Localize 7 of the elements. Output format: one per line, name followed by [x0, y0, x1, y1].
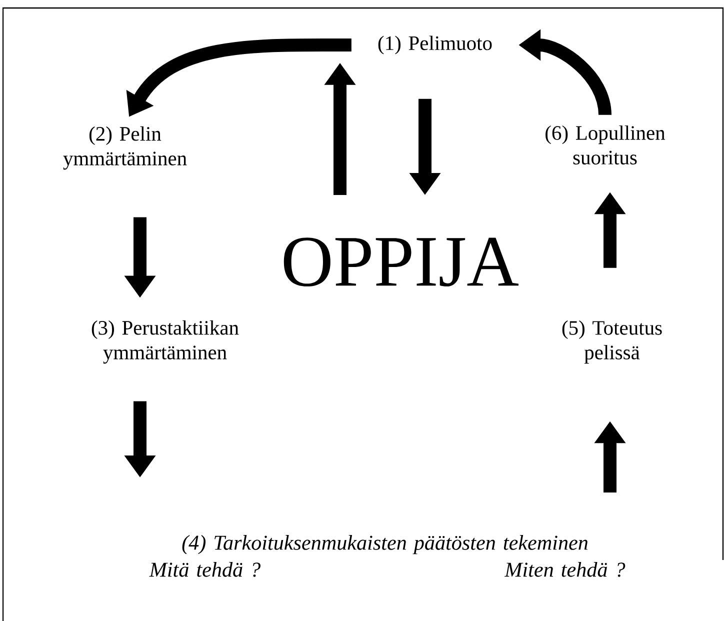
step-label: (6) Lopullinen suoritus [546, 125, 666, 164]
step-label: (1) Pelimuoto [378, 36, 492, 54]
step-label: (3) Perustaktiikan ymmärtäminen [92, 320, 239, 364]
step-label: (5) Toteutus pelissä [562, 320, 662, 364]
heading-text: OPPIJA [284, 238, 518, 286]
step-label: (2) Pelin ymmärtäminen [63, 126, 187, 170]
step-label: (4) Tarkoituksenmukaisten päätösten tekeminen Mitä tehdä ? Miten tehdä ? [149, 535, 626, 577]
